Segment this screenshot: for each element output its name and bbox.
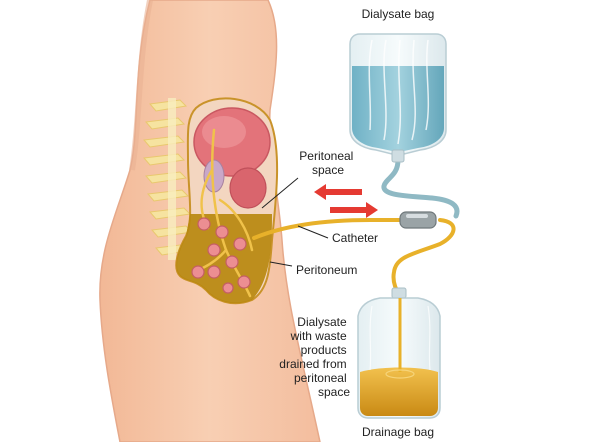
- flow-arrows: [314, 184, 378, 218]
- drained-fluid-line: Dialysate: [297, 315, 347, 329]
- inflow-arrow-icon: [314, 184, 362, 200]
- drainage-bag: [357, 287, 441, 419]
- drained-fluid-label: Dialysate with waste products drained fr…: [279, 315, 350, 399]
- drain-tube: [391, 218, 456, 298]
- dialysate-bag-label: Dialysate bag: [362, 7, 435, 21]
- drained-fluid-line: space: [318, 385, 350, 399]
- catheter-leader: [297, 225, 329, 239]
- tubing: [252, 157, 460, 298]
- dialysate-bag: [349, 33, 447, 163]
- leader-lines: [261, 177, 329, 267]
- drained-fluid-line: drained from: [279, 357, 346, 371]
- peritoneum-leader: [269, 261, 293, 267]
- peritoneal-space-leader: [261, 177, 299, 209]
- spine: [143, 98, 196, 260]
- peritoneal-space-label: Peritoneal space: [299, 149, 356, 177]
- catheter-tube: [252, 218, 402, 240]
- waste-fluid: [360, 367, 438, 416]
- drained-fluid-line: products: [301, 343, 347, 357]
- peritoneum-label: Peritoneum: [296, 263, 357, 277]
- drained-fluid-line: with waste: [290, 329, 347, 343]
- outflow-arrow-icon: [330, 202, 378, 218]
- abdominal-cavity: [175, 97, 279, 305]
- peritoneal-space-line: space: [312, 163, 344, 177]
- catheter-label: Catheter: [332, 231, 378, 245]
- back-contour: [129, 0, 153, 171]
- peritoneal-space-line: Peritoneal: [299, 149, 353, 163]
- dialysate-fluid: [352, 66, 444, 151]
- clean-tube: [381, 157, 460, 219]
- drained-fluid-line: peritoneal: [294, 371, 347, 385]
- drainage-bag-label: Drainage bag: [362, 425, 434, 439]
- stomach-organ: [229, 167, 267, 209]
- intestine-loops: [191, 217, 251, 294]
